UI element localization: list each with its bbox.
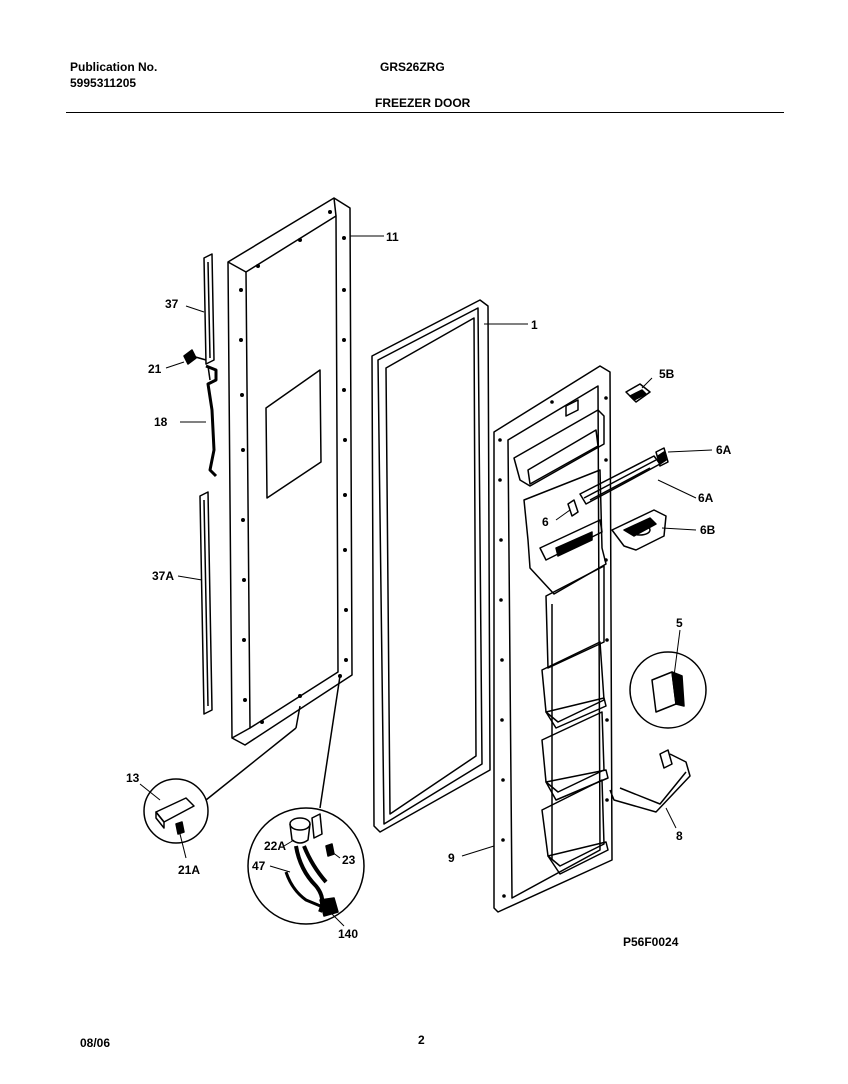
detail-circle-hinge-bracket bbox=[143, 705, 301, 844]
dispenser-light-bar bbox=[579, 455, 661, 505]
shelf-bracket bbox=[609, 749, 691, 813]
callout-23: 23 bbox=[342, 853, 356, 867]
detail-circle-latch bbox=[629, 651, 707, 729]
callout-21a: 21A bbox=[178, 863, 200, 877]
callout-6a-bar: 6A bbox=[698, 491, 714, 505]
callout-leaders bbox=[139, 235, 713, 927]
section-title: FREEZER DOOR bbox=[375, 96, 471, 110]
hinge-trim-upper bbox=[203, 253, 215, 365]
dispenser-lever bbox=[611, 509, 667, 551]
callout-37: 37 bbox=[165, 297, 179, 311]
door-gasket bbox=[371, 299, 491, 833]
callout-9: 9 bbox=[448, 851, 455, 865]
callout-1: 1 bbox=[531, 318, 538, 332]
door-handle-rod bbox=[205, 364, 218, 478]
hinge-trim-lower bbox=[199, 491, 213, 715]
dispenser-screw bbox=[625, 383, 651, 403]
callout-140: 140 bbox=[338, 927, 358, 941]
callout-13: 13 bbox=[126, 771, 140, 785]
callout-37a: 37A bbox=[152, 569, 174, 583]
callout-6b: 6B bbox=[700, 523, 716, 537]
hinge-screw bbox=[183, 349, 207, 365]
outer-door-panel bbox=[227, 197, 353, 746]
model-number: GRS26ZRG bbox=[380, 60, 445, 74]
figure-code: P56F0024 bbox=[623, 935, 679, 949]
callout-22a: 22A bbox=[264, 839, 286, 853]
callout-8: 8 bbox=[676, 829, 683, 843]
callout-11: 11 bbox=[386, 230, 399, 244]
callout-5b: 5B bbox=[659, 367, 675, 381]
callout-18: 18 bbox=[154, 415, 168, 429]
publication-number: 5995311205 bbox=[70, 76, 137, 90]
page-number: 2 bbox=[418, 1033, 425, 1047]
callout-6a-clip: 6A bbox=[716, 443, 732, 457]
publication-label: Publication No. bbox=[70, 60, 158, 74]
detail-circle-wire-harness bbox=[247, 675, 365, 925]
callout-47: 47 bbox=[252, 859, 266, 873]
callout-5: 5 bbox=[676, 616, 683, 630]
inner-door-liner bbox=[493, 365, 613, 913]
dispenser-switch bbox=[567, 499, 579, 517]
dispenser-clip bbox=[655, 447, 669, 467]
header-rule bbox=[66, 112, 784, 113]
callout-21: 21 bbox=[148, 362, 162, 376]
footer-date: 08/06 bbox=[80, 1036, 111, 1050]
callout-6: 6 bbox=[542, 515, 549, 529]
